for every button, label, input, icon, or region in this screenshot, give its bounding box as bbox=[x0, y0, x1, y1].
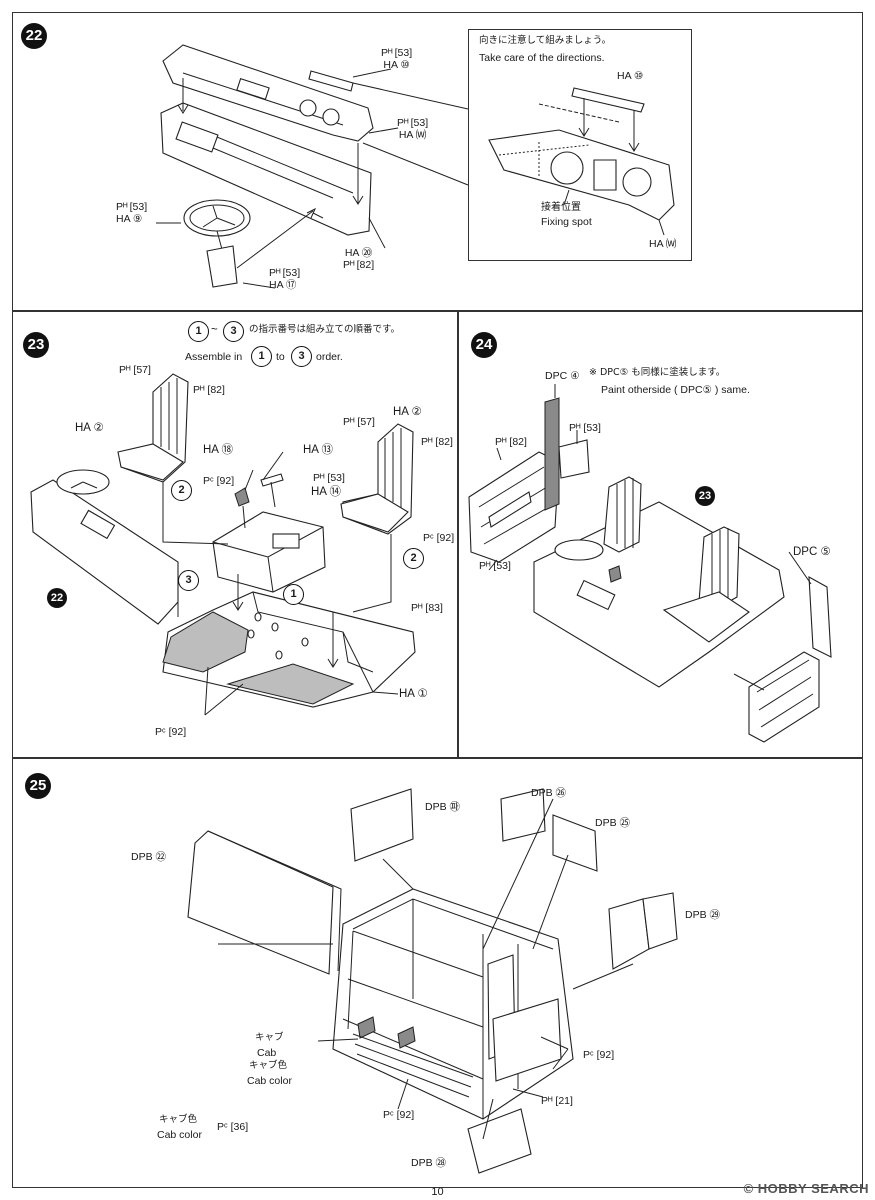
label-ph83: Pᴴ [83] bbox=[411, 602, 443, 614]
order-mark-3-dash: 3 bbox=[178, 570, 199, 591]
label-ha18: HA ⑱ bbox=[203, 444, 234, 456]
note-en: Paint otherside ( DPC⑤ ) same. bbox=[601, 384, 750, 396]
order-mark-3: 3 bbox=[223, 321, 244, 342]
note-jp: ※ DPC⑤ も同様に塗装します。 bbox=[589, 367, 726, 378]
step-23-panel: 23 1 ~ 3 の指示番号は組み立ての順番です。 Assemble in 1 … bbox=[12, 311, 458, 758]
step-22-panel: 22 Pᴴ [53] HA ⑩ Pᴴ [53] HA ⒲ Pᴴ bbox=[12, 12, 863, 311]
label-ph21: Pᴴ [21] bbox=[541, 1095, 573, 1107]
order-mark-2-right: 2 bbox=[403, 548, 424, 569]
cab-color-en: Cab color bbox=[247, 1075, 292, 1087]
label-ha13: HA ⑬ bbox=[303, 444, 334, 456]
inset-fix-en: Fixing spot bbox=[541, 216, 592, 228]
ref-step-22: 22 bbox=[47, 588, 67, 608]
watermark: © HOBBY SEARCH bbox=[743, 1181, 869, 1196]
label-dpb30: DPB ㉕ bbox=[595, 817, 631, 829]
label-pc92-b: Pᶜ [92] bbox=[383, 1109, 415, 1121]
step-number: 22 bbox=[21, 23, 47, 49]
label-ph53-b: Pᴴ [53] bbox=[479, 560, 511, 572]
label-pc36: Pᶜ [36] bbox=[217, 1121, 249, 1133]
label-dpb27: DPB ㉒ bbox=[131, 851, 167, 863]
label-dpb34: DPB ㉙ bbox=[685, 909, 721, 921]
label-ph53-ha17: Pᴴ [53] HA ⑰ bbox=[269, 267, 301, 292]
interior-assembly-illustration bbox=[30, 373, 416, 716]
detail-inset: 向きに注意して組みましょう。 Take care of the directio… bbox=[468, 29, 692, 261]
label-dpc5: DPC ⑤ bbox=[793, 546, 831, 558]
label-ha2-left: HA ② bbox=[75, 422, 104, 434]
label-ha2-right: HA ② bbox=[393, 406, 422, 418]
label-pc92-a: Pᶜ [92] bbox=[203, 475, 235, 487]
label-ph53-a: Pᴴ [53] bbox=[569, 422, 601, 434]
step-number: 24 bbox=[471, 332, 497, 358]
inset-note-en: Take care of the directions. bbox=[479, 52, 605, 64]
label-ph53-ha9: Pᴴ [53] HA ⑨ bbox=[116, 201, 148, 226]
cab-label-en: Cab bbox=[257, 1047, 277, 1059]
inset-fix-jp: 接着位置 bbox=[541, 202, 581, 213]
label-dpb33: DPB ㉘ bbox=[411, 1157, 447, 1169]
label-pc92-c: Pᶜ [92] bbox=[155, 726, 187, 738]
step-number: 23 bbox=[23, 332, 49, 358]
label-ph57-left: Pᴴ [57] bbox=[119, 364, 151, 376]
label-pc92-b: Pᶜ [92] bbox=[423, 532, 455, 544]
label-ph53-ha10: Pᴴ [53] HA ⑩ bbox=[381, 47, 413, 72]
step-25-panel: 25 DPB ㉺ bbox=[12, 758, 863, 1188]
ref-step-23: 23 bbox=[695, 486, 715, 506]
page-number: 10 bbox=[431, 1186, 444, 1198]
inset-note-jp: 向きに注意して組みましょう。 bbox=[479, 35, 612, 46]
cab-glass-illustration bbox=[187, 788, 678, 1174]
order-en-post: order. bbox=[316, 351, 343, 363]
label-ph57-right: Pᴴ [57] bbox=[343, 416, 375, 428]
label-ph82: Pᴴ [82] bbox=[495, 436, 527, 448]
order-en-pre: Assemble in bbox=[185, 351, 243, 363]
label-ha14: HA ⑭ bbox=[311, 486, 342, 498]
cab-color-jp: キャブ色 bbox=[249, 1060, 288, 1071]
inset-part-bottom: HA ⒲ bbox=[649, 238, 677, 250]
label-pc92-a: Pᶜ [92] bbox=[583, 1049, 615, 1061]
step-24-panel: 24 DPC ④ ※ DPC⑤ も同様に塗装します。 Paint othersi… bbox=[458, 311, 863, 758]
cab-label-jp: キャブ bbox=[255, 1032, 284, 1043]
order-mark-1b: 1 bbox=[251, 346, 272, 367]
inset-part-top: HA ⑩ bbox=[617, 70, 644, 82]
cab-color2-jp: キャブ色 bbox=[159, 1114, 198, 1125]
label-dpc4: DPC ④ bbox=[545, 370, 580, 382]
label-ha1: HA ① bbox=[399, 688, 428, 700]
inset-illustration bbox=[488, 87, 675, 236]
label-dpb35: DPB ㉺ bbox=[425, 801, 461, 813]
order-en-mid: to bbox=[276, 351, 285, 363]
label-ph82-right: Pᴴ [82] bbox=[421, 436, 453, 448]
order-mark-2-left: 2 bbox=[171, 480, 192, 501]
order-mark-1-console: 1 bbox=[283, 584, 304, 605]
label-dpb31: DPB ㉖ bbox=[531, 787, 567, 799]
order-mark-3b: 3 bbox=[291, 346, 312, 367]
label-ph53: Pᴴ [53] bbox=[313, 472, 345, 484]
step-number: 25 bbox=[25, 773, 51, 799]
order-tilde: ~ bbox=[211, 324, 218, 336]
dashboard-illustration bbox=[156, 44, 469, 289]
order-note-jp: の指示番号は組み立ての順番です。 bbox=[249, 324, 401, 335]
label-ph53-ha22: Pᴴ [53] HA ⒲ bbox=[397, 117, 429, 142]
door-panel-illustration bbox=[468, 384, 832, 743]
label-ha21-ph82: HA ⑳ Pᴴ [82] bbox=[343, 247, 375, 272]
cab-color2-en: Cab color bbox=[157, 1129, 202, 1141]
order-mark-1: 1 bbox=[188, 321, 209, 342]
label-ph82-left: Pᴴ [82] bbox=[193, 384, 225, 396]
